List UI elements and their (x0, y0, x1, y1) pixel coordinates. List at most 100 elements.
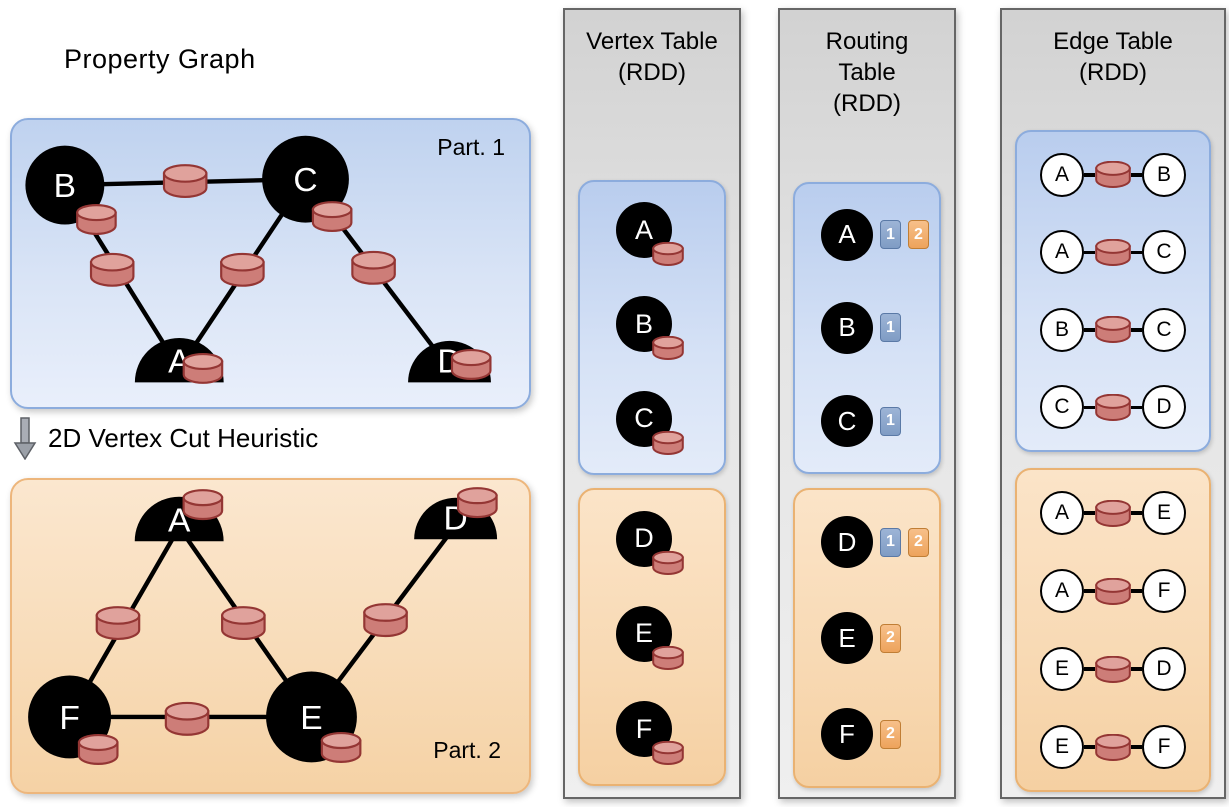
property-db-icon (1095, 577, 1131, 605)
property-db-icon (89, 252, 135, 287)
edge-endpoint-A: A (1040, 569, 1084, 613)
vertex-circle-E: E (616, 605, 672, 662)
property-db-icon (1095, 316, 1131, 344)
property-db-icon (450, 349, 492, 380)
edge-table-title-line2: (RDD) (1079, 59, 1147, 87)
partition-badge-2: 2 (908, 220, 929, 250)
vertex-table-title-line1: Vertex Table (586, 28, 718, 55)
partition-badge-1: 1 (880, 406, 901, 436)
edge-line (1084, 328, 1095, 332)
vertex-circle-E: E (821, 612, 873, 664)
property-db-icon (95, 606, 141, 641)
property-db-icon (162, 164, 208, 199)
edge-table-title: Edge Table (RDD) (1002, 26, 1224, 88)
vertex-row-D: D (616, 510, 688, 575)
graph-vertex-label: F (59, 700, 80, 737)
property-db-icon (1095, 499, 1131, 527)
vertex-circle-A: A (821, 208, 873, 261)
edge-line (1131, 405, 1142, 409)
routing-table-title-line1: Routing (825, 28, 909, 55)
vertex-row-E: E (616, 605, 688, 670)
property-db-icon (77, 733, 119, 765)
edge-line (1131, 250, 1142, 254)
property-db-icon (164, 701, 210, 736)
property-db-icon (363, 603, 408, 638)
property-db-icon (182, 352, 224, 384)
graph-vertex-label: B (54, 168, 76, 205)
edge-endpoint-B: B (1040, 307, 1084, 352)
partition-badge-1: 1 (880, 527, 901, 557)
edge-endpoint-D: D (1142, 647, 1186, 691)
down-arrow-icon (13, 417, 37, 460)
vertex-table-title: Vertex Table (RDD) (565, 26, 739, 88)
partition-badge-2: 2 (880, 719, 901, 749)
vertex-row-A: A (616, 202, 688, 267)
property-db-icon (182, 489, 224, 521)
property-db-icon (1095, 655, 1131, 683)
property-db-icon (320, 731, 362, 763)
edge-line (1084, 745, 1095, 749)
edge-line (1084, 589, 1095, 593)
property-db-icon (311, 201, 353, 233)
vertex-circle-B: B (821, 301, 873, 354)
edge-line (1131, 511, 1142, 515)
edge-table-title-line1: Edge Table (1053, 28, 1173, 55)
partition-badge-2: 2 (908, 527, 929, 557)
property-db-icon (457, 487, 498, 519)
routing-table-title: Routing Table (RDD) (780, 26, 954, 120)
vertex-cut-label: 2D Vertex Cut Heuristic (48, 422, 319, 453)
partition-1-label: Part. 1 (437, 134, 505, 160)
edge-line (1131, 589, 1142, 593)
vertex-circle-C: C (821, 395, 873, 448)
property-db-icon (1095, 161, 1131, 189)
graph-vertex-label: E (300, 700, 322, 737)
property-db-icon (1095, 393, 1131, 421)
edge-line (1131, 328, 1142, 332)
edge-line (1084, 667, 1095, 671)
vertex-row-C: C (616, 390, 688, 455)
edge-line (1131, 173, 1142, 177)
vertex-circle-D: D (821, 516, 873, 568)
edge-endpoint-F: F (1142, 725, 1186, 769)
routing-table-title-line2: Table (838, 59, 896, 87)
vertex-cut-row: 2D Vertex Cut Heuristic (12, 416, 318, 460)
property-db-icon (652, 741, 684, 766)
property-db-icon (1095, 238, 1131, 266)
property-db-icon (351, 250, 396, 285)
edge-endpoint-C: C (1142, 230, 1186, 275)
vertex-circle-D: D (616, 510, 672, 567)
property-db-icon (652, 550, 684, 575)
vertex-circle-F: F (821, 708, 873, 760)
property-db-icon (652, 242, 684, 267)
edge-line (1084, 511, 1095, 515)
property-db-icon (652, 645, 684, 670)
property-db-icon (652, 430, 684, 455)
edge-line (1084, 405, 1095, 409)
edge-endpoint-A: A (1040, 491, 1084, 535)
property-graph-title: Property Graph (64, 44, 256, 74)
partition-badge-1: 1 (880, 313, 901, 343)
graph-vertex-C (262, 135, 349, 223)
edge-endpoint-E: E (1142, 491, 1186, 535)
edge-line (1084, 173, 1095, 177)
edge-endpoint-A: A (1040, 230, 1084, 275)
routing-table-title-line3: (RDD) (833, 90, 901, 118)
vertex-row-B: B (616, 296, 688, 361)
